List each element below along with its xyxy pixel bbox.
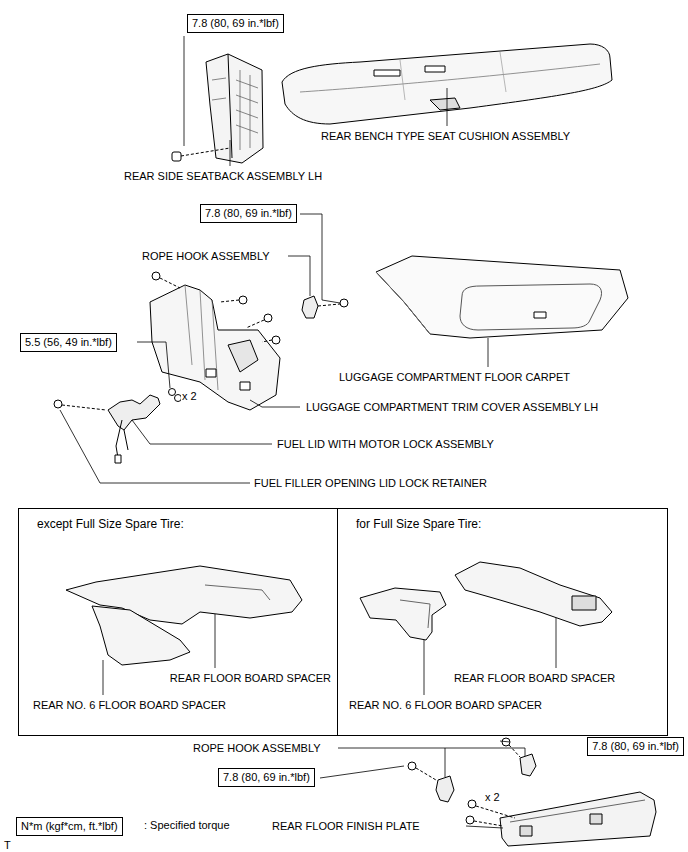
torque-value: N*m (kgf*cm, ft.*lbf): [21, 820, 118, 833]
panel-heading: for Full Size Spare Tire:: [356, 517, 649, 531]
torque-value: 7.8 (80, 69 in.*lbf): [192, 17, 279, 30]
bolt: [172, 148, 230, 161]
part-label: REAR SIDE SEATBACK ASSEMBLY LH: [123, 169, 323, 183]
part-label: FUEL LID WITH MOTOR LOCK ASSEMBLY: [276, 437, 495, 451]
part-label: ROPE HOOK ASSEMBLY: [141, 249, 271, 263]
part-label: T: [3, 838, 12, 852]
trim-cover-drawing: [150, 285, 280, 410]
part-label: REAR BENCH TYPE SEAT CUSHION ASSEMBLY: [320, 129, 571, 143]
torque-value: 7.8 (80, 69 in.*lbf): [223, 771, 310, 784]
part-label: REAR NO. 6 FLOOR BOARD SPACER: [32, 698, 227, 712]
torque-value: 5.5 (56, 49 in.*lbf): [25, 336, 112, 349]
torque-value: 7.8 (80, 69 in.*lbf): [592, 740, 679, 753]
part-label: x 2: [484, 790, 501, 804]
part-label: : Specified torque: [143, 818, 231, 832]
part-label: REAR FLOOR FINISH PLATE: [271, 819, 421, 833]
floor-spacer-drawing: [360, 562, 612, 640]
part-label: LUGGAGE COMPARTMENT FLOOR CARPET: [338, 370, 571, 384]
part-label: REAR FLOOR BOARD SPACER: [453, 671, 616, 685]
screws: [152, 272, 280, 344]
seatback-drawing: [206, 54, 263, 163]
torque-box: 7.8 (80, 69 in.*lbf): [587, 737, 684, 756]
fuel-lid-lock-drawing: [54, 389, 182, 464]
torque-value: 7.8 (80, 69 in.*lbf): [205, 207, 292, 220]
torque-box: N*m (kgf*cm, ft.*lbf): [16, 817, 123, 836]
floor-carpet-drawing: [376, 256, 628, 338]
part-label: ROPE HOOK ASSEMBLY: [192, 741, 322, 755]
floor-spacer-drawing: [66, 566, 302, 665]
part-label: FUEL FILLER OPENING LID LOCK RETAINER: [253, 476, 488, 490]
part-label: x 2: [181, 389, 198, 403]
panel-heading: except Full Size Spare Tire:: [37, 517, 319, 531]
torque-box: 7.8 (80, 69 in.*lbf): [218, 768, 315, 787]
part-label: REAR FLOOR BOARD SPACER: [169, 671, 332, 685]
rope-hook-drawing: [302, 296, 348, 318]
part-label: LUGGAGE COMPARTMENT TRIM COVER ASSEMBLY …: [305, 400, 599, 414]
torque-box: 7.8 (80, 69 in.*lbf): [200, 204, 297, 223]
torque-box: 5.5 (56, 49 in.*lbf): [20, 333, 117, 352]
torque-box: 7.8 (80, 69 in.*lbf): [187, 14, 284, 33]
part-label: REAR NO. 6 FLOOR BOARD SPACER: [348, 698, 543, 712]
